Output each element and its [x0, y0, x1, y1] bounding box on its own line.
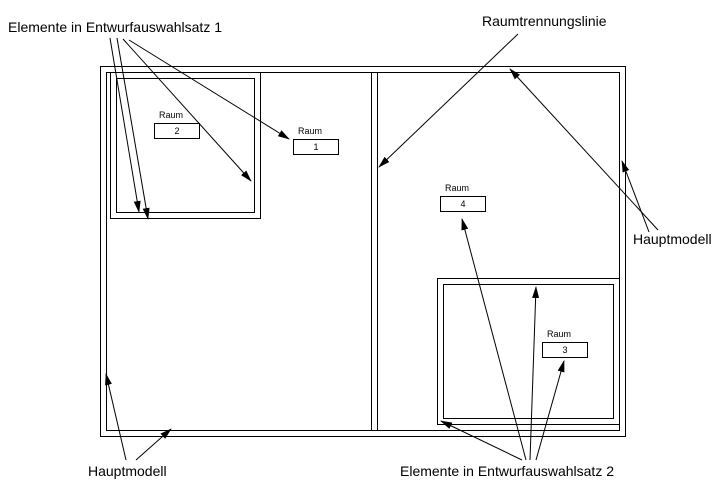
main-model-wall-outer-line [100, 66, 626, 437]
room-tag-1: Raum 1 [293, 126, 339, 155]
arrow-mainmodel-bottom-to-bottom-wall [135, 428, 172, 461]
label-design-option-set-2: Elemente in Entwurfauswahlsatz 2 [400, 463, 614, 479]
arrow-set2-to-room3-tag [535, 360, 565, 461]
arrow-set1-to-room1-tag [128, 39, 290, 140]
room-tag-4-name: Raum [445, 183, 470, 193]
main-model-wall-inner-line [106, 72, 620, 431]
room-tag-2-name: Raum [159, 110, 184, 120]
room-tag-1-number-box: 1 [293, 139, 339, 155]
room2-wall-inner-line [116, 78, 255, 213]
room3-wall-inner-line [443, 284, 614, 419]
room-tag-3-name: Raum [547, 329, 572, 339]
arrow-set2-to-room4-tag [461, 218, 527, 461]
arrow-mainmodel-bottom-to-left-wall [105, 373, 127, 461]
room-tag-4: Raum 4 [440, 183, 486, 212]
arrow-separation-to-line [378, 33, 519, 168]
room-tag-2-number-box: 2 [154, 123, 200, 139]
label-room-separation-line: Raumtrennungslinie [482, 13, 607, 29]
label-main-model-bottom: Hauptmodell [88, 463, 167, 479]
arrow-mainmodel-right-to-right-wall [621, 160, 650, 233]
label-main-model-right: Hauptmodell [633, 231, 712, 247]
room-tag-3: Raum 3 [542, 329, 588, 358]
arrow-set1-to-room2-c [122, 38, 252, 182]
label-design-option-set-1: Elemente in Entwurfauswahlsatz 1 [8, 19, 222, 35]
room-tag-4-number-box: 4 [440, 196, 486, 212]
arrow-set2-to-room3-corner [440, 420, 523, 461]
room-tag-2: Raum 2 [154, 110, 200, 139]
room-tag-3-number-box: 3 [542, 342, 588, 358]
arrow-mainmodel-right-to-top-wall [509, 68, 659, 231]
room-tag-1-name: Raum [298, 126, 323, 136]
arrow-set2-to-room3-top [529, 286, 540, 461]
arrow-set1-to-room2-a [109, 37, 141, 213]
arrow-set1-to-room2-b [116, 37, 150, 220]
room3-wall-outer-line [437, 278, 620, 425]
room2-wall-outer-line [110, 72, 261, 219]
